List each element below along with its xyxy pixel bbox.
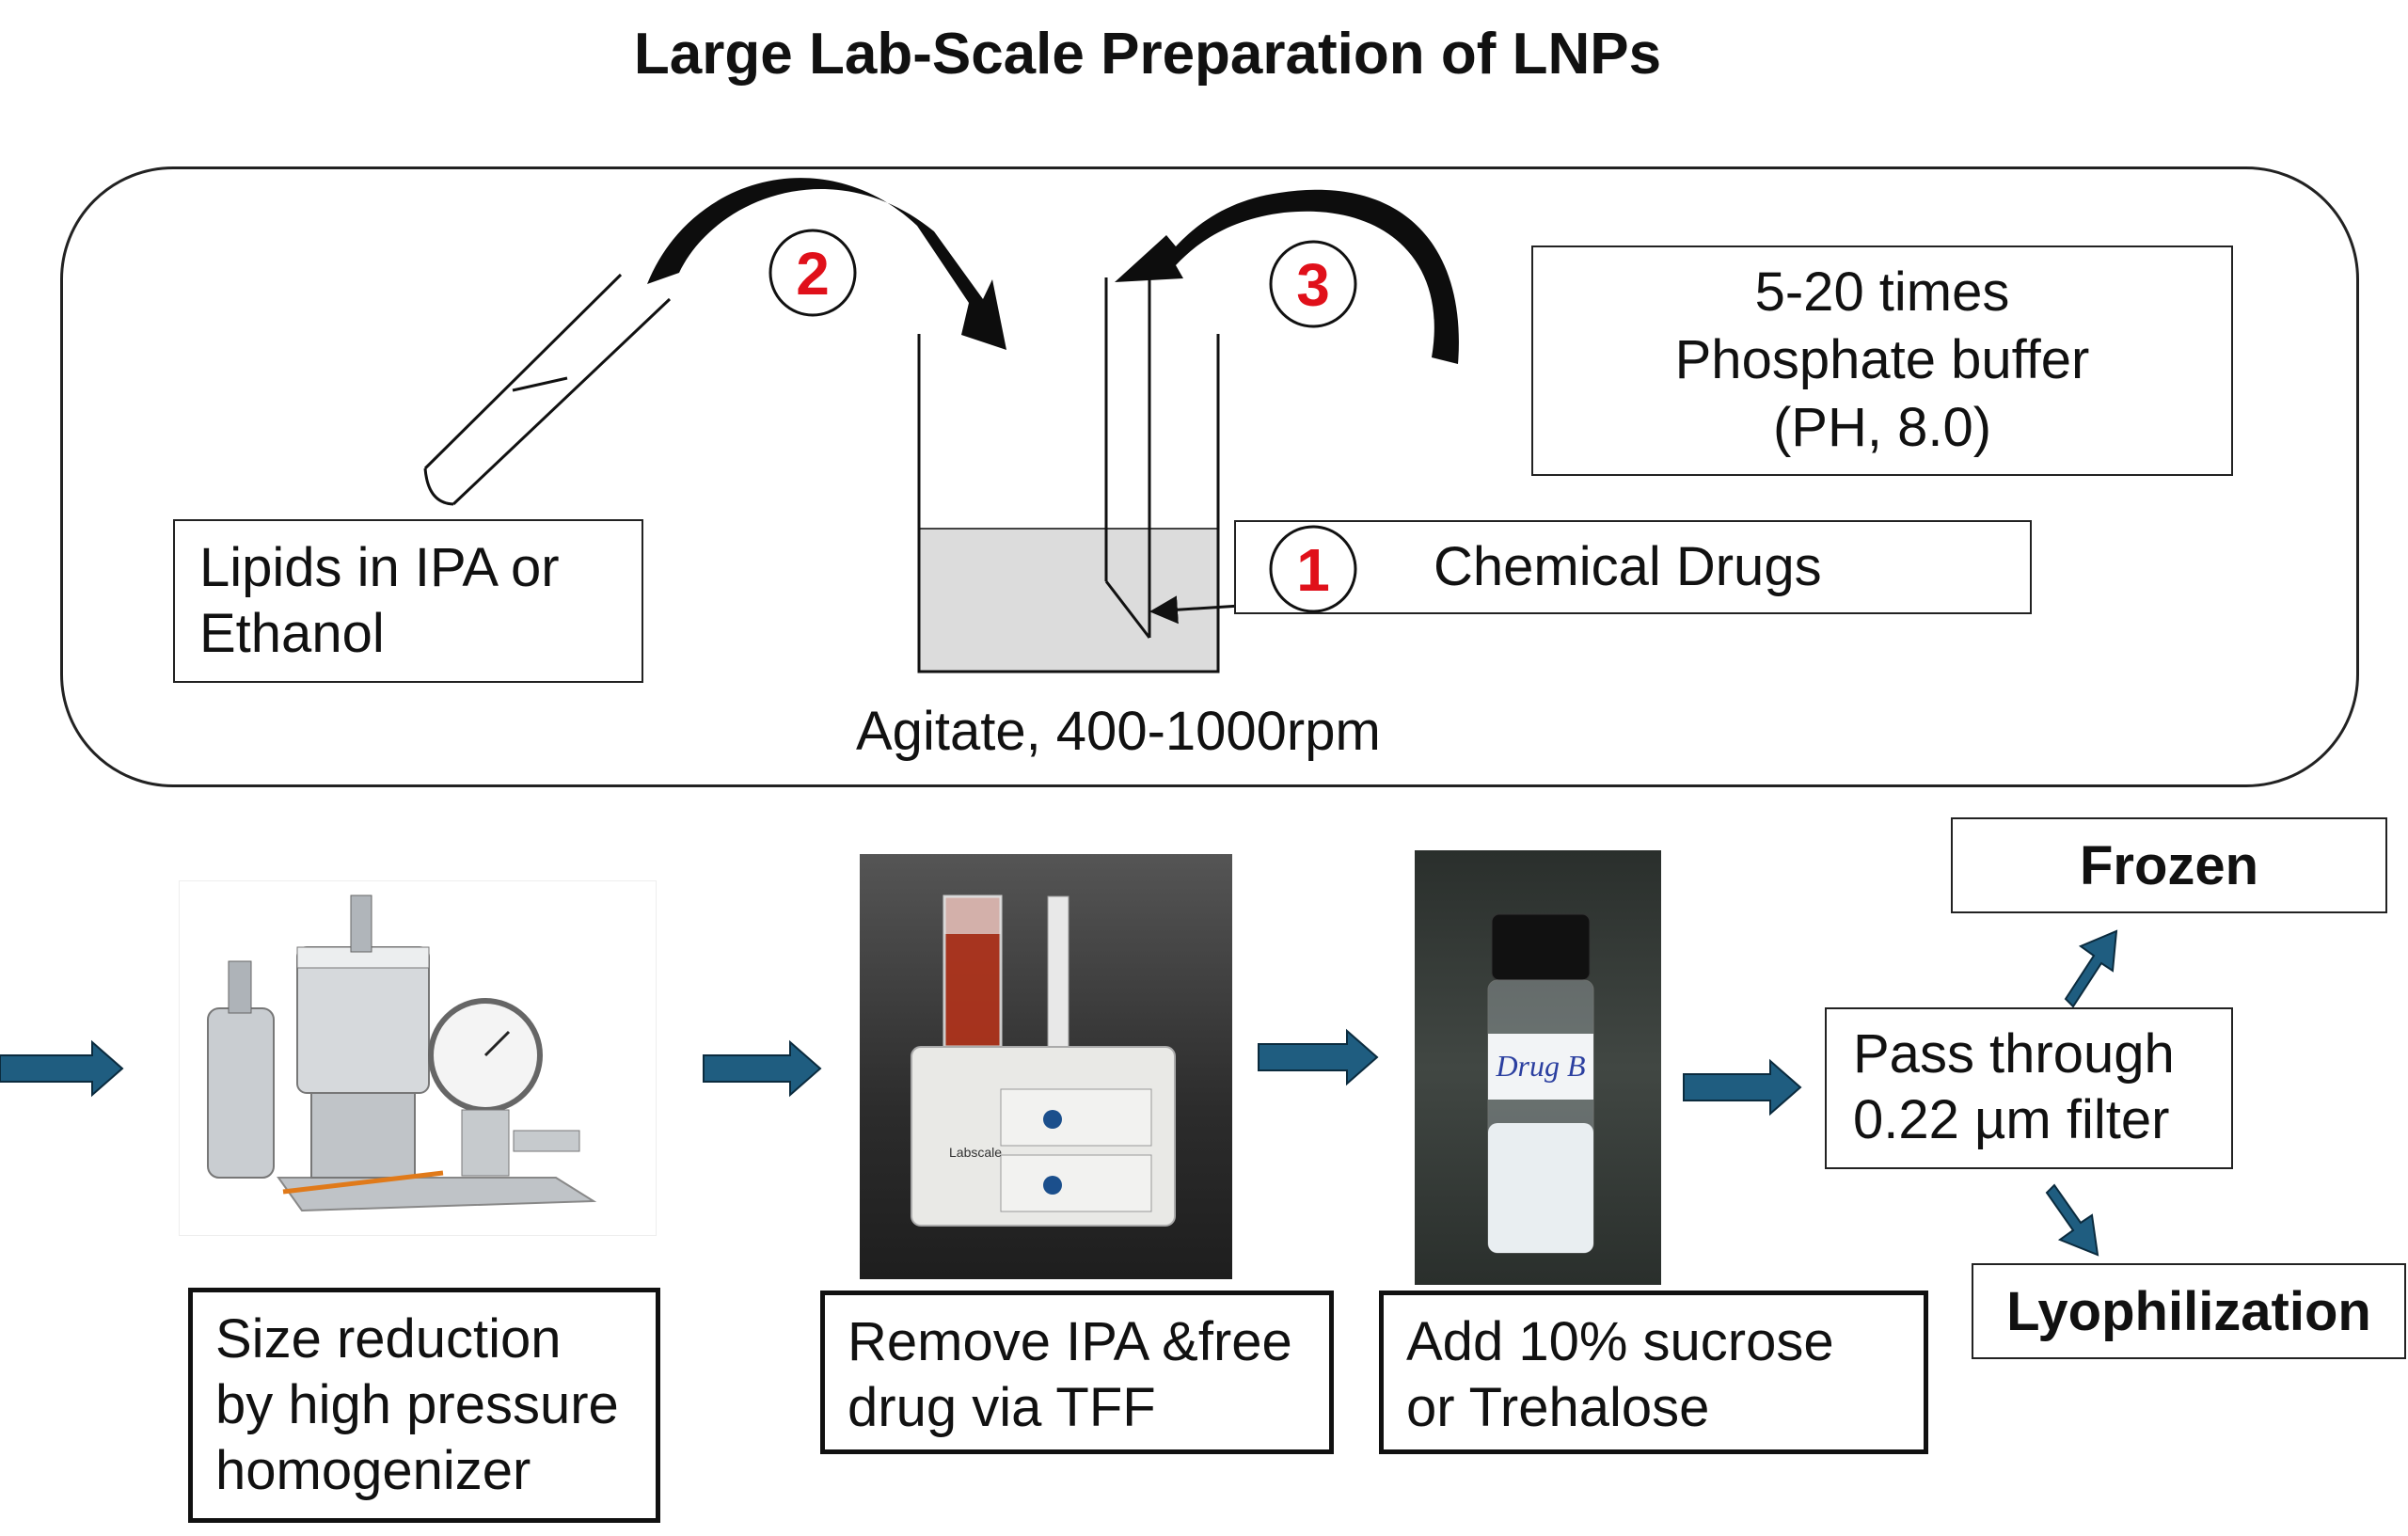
sucrose-step-box: Add 10% sucrose or Trehalose <box>1379 1291 1928 1454</box>
lipids-label-line-1: Lipids in IPA or <box>199 537 560 598</box>
flow-arrow-homogenizer-to-tff <box>703 1039 822 1098</box>
chemical-drugs-label: Chemical Drugs <box>1434 536 1822 597</box>
flow-arrows <box>0 929 2118 1257</box>
lipid-tube-icon <box>423 273 672 506</box>
step-3-number: 3 <box>1296 251 1330 319</box>
lipids-label-line-2: Ethanol <box>199 603 385 664</box>
lyophilization-box: Lyophilization <box>1972 1263 2406 1359</box>
tff-label-line-2: drug via TFF <box>848 1377 1156 1438</box>
tff-brand-label: Labscale <box>949 1145 1002 1160</box>
curved-arrow-2-icon <box>647 178 1006 350</box>
tff-label-line-1: Remove IPA &free <box>848 1311 1292 1372</box>
step-3-marker: 3 <box>1269 240 1357 328</box>
flow-arrow-sucrose-to-filter <box>1683 1058 1802 1116</box>
homogenizer-step-box: Size reduction by high pressure homogeni… <box>188 1288 660 1523</box>
sucrose-label-line-1: Add 10% sucrose <box>1406 1311 1834 1372</box>
vial-photo: Drug B <box>1415 850 1661 1285</box>
tff-system-photo: Labscale <box>860 854 1232 1279</box>
flow-arrow-in <box>0 1039 124 1098</box>
flow-arrow-to-lyophilization <box>2045 1183 2099 1257</box>
lipids-box: Lipids in IPA or Ethanol <box>173 519 643 683</box>
filter-label-line-1: Pass through <box>1853 1023 2175 1085</box>
frozen-label: Frozen <box>2079 835 2259 896</box>
filter-label-line-2: 0.22 µm filter <box>1853 1089 2170 1150</box>
filter-step-box: Pass through 0.22 µm filter <box>1825 1007 2233 1169</box>
diagram-title: Large Lab-Scale Preparation of LNPs <box>633 22 1662 87</box>
curved-arrow-3-icon <box>1115 189 1459 364</box>
step-2-marker: 2 <box>768 229 857 317</box>
flow-arrow-to-frozen <box>2064 929 2118 1008</box>
buffer-box: 5-20 times Phosphate buffer (PH, 8.0) <box>1531 245 2233 476</box>
sucrose-label-line-2: or Trehalose <box>1406 1377 1710 1438</box>
beaker-icon <box>917 334 1220 673</box>
buffer-label-line-3: (PH, 8.0) <box>1772 397 1992 458</box>
step-2-number: 2 <box>796 240 830 308</box>
homogenizer-photo <box>179 880 657 1236</box>
flow-arrow-tff-to-sucrose <box>1258 1028 1379 1086</box>
buffer-label-line-1: 5-20 times <box>1754 261 2010 323</box>
homogenizer-label-line-3: homogenizer <box>215 1440 531 1501</box>
chemical-drugs-box: Chemical Drugs <box>1234 520 2032 614</box>
frozen-box: Frozen <box>1951 817 2387 913</box>
mixing-panel <box>60 166 2359 787</box>
vial-label: Drug B <box>1495 1049 1585 1083</box>
tff-step-box: Remove IPA &free drug via TFF <box>820 1291 1334 1454</box>
homogenizer-label-line-1: Size reduction <box>215 1308 562 1370</box>
agitate-label: Agitate, 400-1000rpm <box>856 701 1381 762</box>
buffer-label-line-2: Phosphate buffer <box>1674 329 2090 390</box>
homogenizer-label-line-2: by high pressure <box>215 1374 619 1435</box>
lyophilization-label: Lyophilization <box>2006 1281 2371 1342</box>
